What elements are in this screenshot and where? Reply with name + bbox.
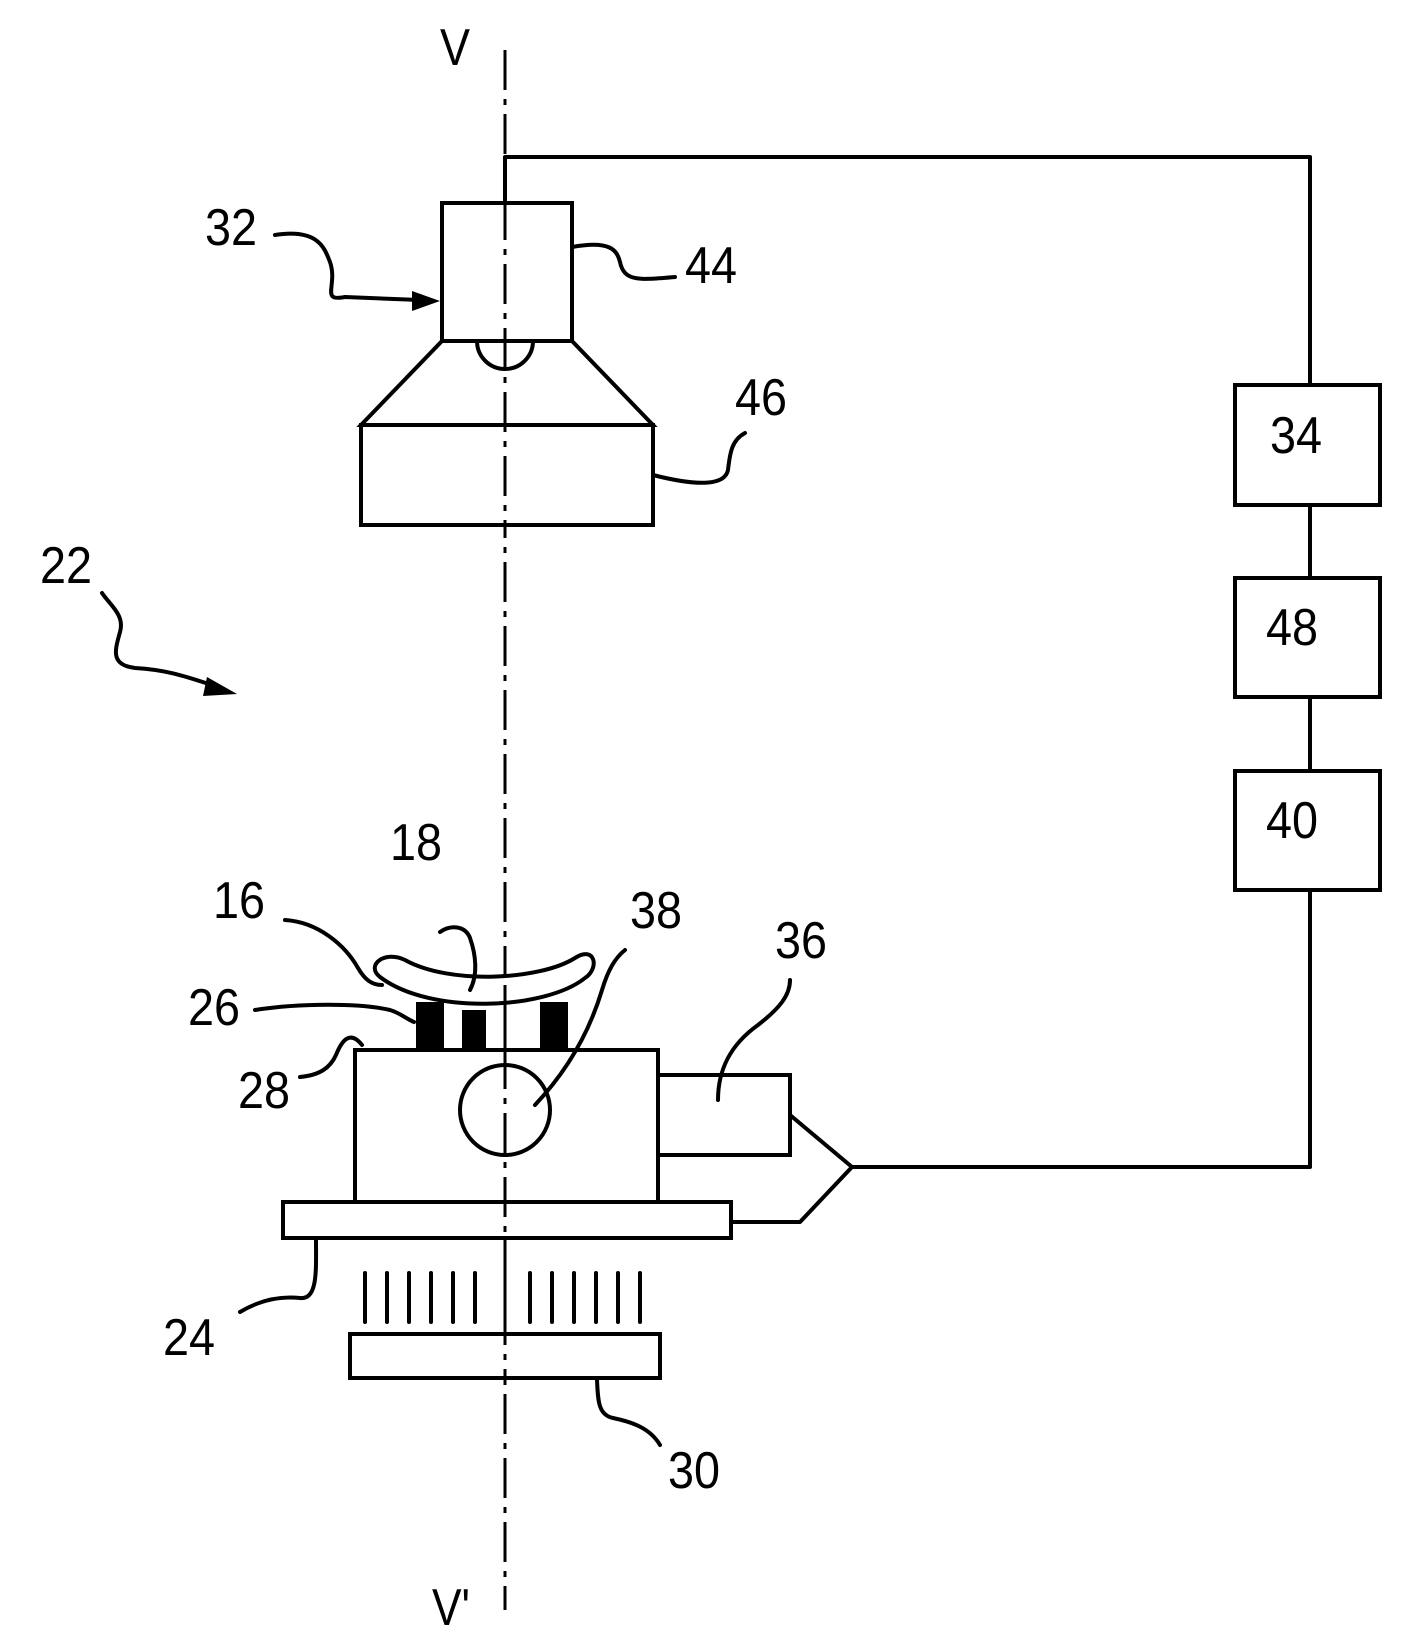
- leader-32: [275, 234, 420, 300]
- pin-middle: [462, 1010, 486, 1050]
- label-30: 30: [668, 1442, 720, 1500]
- lens-housing: [361, 425, 653, 525]
- leader-16: [285, 920, 382, 985]
- lens-part-16: [375, 954, 594, 1004]
- label-18: 18: [390, 814, 442, 872]
- leader-22: [102, 593, 215, 686]
- label-40: 40: [1266, 792, 1318, 850]
- label-26: 26: [188, 979, 240, 1037]
- pin-right: [540, 1002, 568, 1050]
- label-48: 48: [1266, 599, 1318, 657]
- leader-28: [300, 1038, 362, 1077]
- axis-label-top: V: [440, 19, 470, 77]
- leader-46: [653, 433, 745, 483]
- leader-24: [240, 1240, 316, 1312]
- leader-26: [255, 1005, 414, 1022]
- motor-36: [658, 1075, 790, 1155]
- lens-cone: [361, 341, 653, 425]
- wire-control-to-stage: [852, 890, 1310, 1167]
- axis-label-bottom: V': [432, 1579, 470, 1637]
- label-44: 44: [685, 237, 737, 295]
- plate-24: [283, 1202, 731, 1238]
- label-32: 32: [205, 199, 257, 257]
- label-36: 36: [775, 912, 827, 970]
- light-lines: [365, 1273, 640, 1322]
- label-24: 24: [163, 1309, 215, 1367]
- label-46: 46: [735, 369, 787, 427]
- pin-left: [416, 1002, 444, 1050]
- label-16: 16: [213, 872, 265, 930]
- camera-body: [442, 203, 572, 341]
- label-28: 28: [238, 1062, 290, 1120]
- arrow-22-head: [203, 677, 237, 696]
- label-38: 38: [630, 882, 682, 940]
- label-34: 34: [1270, 407, 1322, 465]
- label-22: 22: [40, 537, 92, 595]
- leader-44: [572, 245, 675, 279]
- leader-30: [597, 1380, 660, 1445]
- arrow-32-head: [412, 291, 440, 311]
